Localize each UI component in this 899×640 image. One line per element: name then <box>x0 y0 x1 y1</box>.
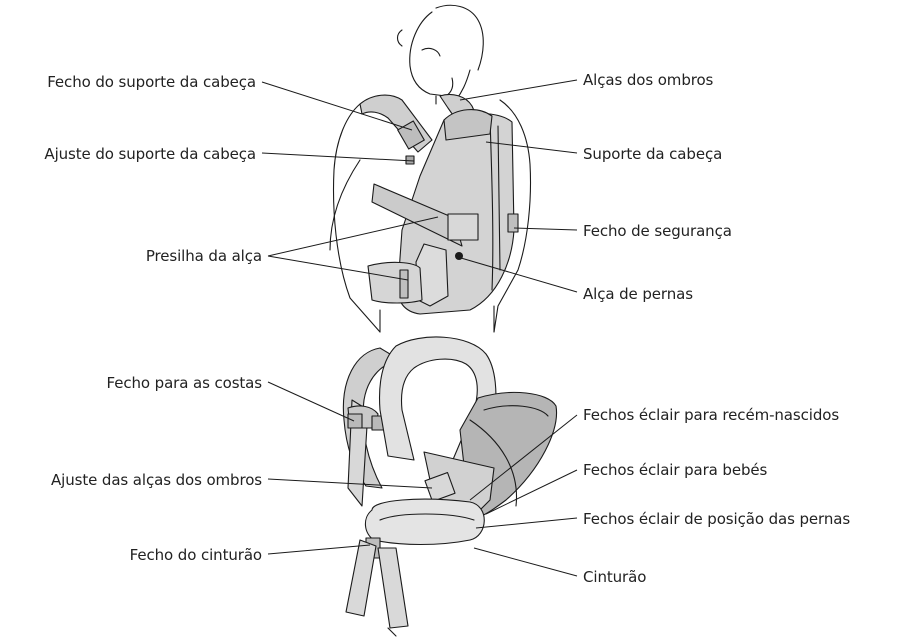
label-safety-fastener: Fecho de segurança <box>583 222 732 240</box>
worn-carrier-figure <box>329 4 532 333</box>
label-head-support-fastener: Fecho do suporte da cabeça <box>47 73 256 91</box>
label-leg-strap: Alça de pernas <box>583 285 693 303</box>
label-strap-loop: Presilha da alça <box>145 247 262 265</box>
label-waist-belt-fastener: Fecho do cinturão <box>129 546 262 564</box>
label-leg-position-zippers: Fechos éclair de posição das pernas <box>583 510 851 528</box>
label-head-support-adjustment: Ajuste do suporte da cabeça <box>44 145 256 163</box>
label-shoulder-strap-adjustment: Ajuste das alças dos ombros <box>50 471 262 489</box>
label-back-fastener: Fecho para as costas <box>106 374 263 392</box>
label-baby-zippers: Fechos éclair para bebés <box>583 461 768 479</box>
label-head-support: Suporte da cabeça <box>583 145 723 163</box>
label-newborn-zippers: Fechos éclair para recém-nascidos <box>583 406 840 424</box>
label-shoulder-straps: Alças dos ombros <box>583 71 714 89</box>
leader-lines <box>261 79 578 577</box>
unworn-carrier-figure <box>342 336 558 637</box>
label-waist-belt: Cinturão <box>583 568 647 586</box>
